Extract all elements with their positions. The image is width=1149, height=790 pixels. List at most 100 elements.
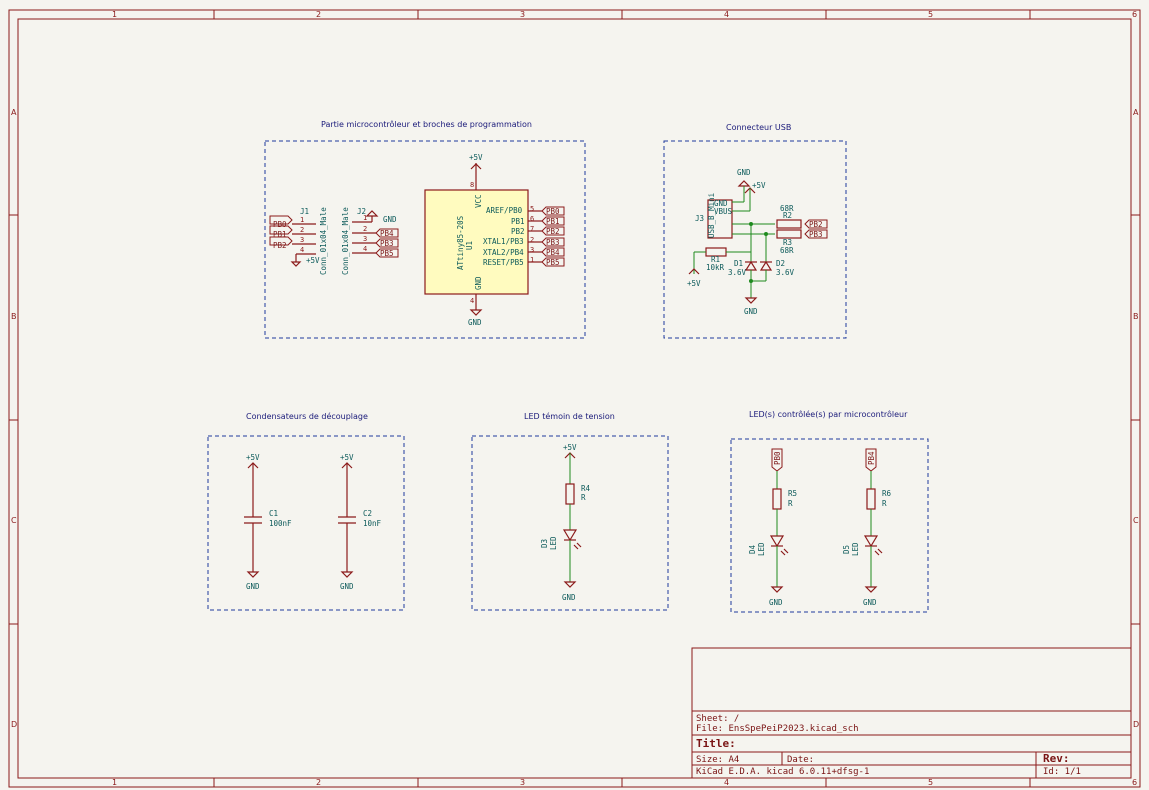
j3-ref: J3 xyxy=(695,214,704,223)
j2-net-1[interactable]: PB3 xyxy=(380,239,394,248)
mcu-pin-name-5: RESET/PB5 xyxy=(483,258,524,267)
title-size: Size: A4 xyxy=(696,755,739,765)
usb-gnd-top: GND xyxy=(737,168,751,177)
j1-ref: J1 xyxy=(300,207,309,216)
mcu-vcc-pin: 8 xyxy=(470,181,474,189)
connector-j2[interactable]: J2 Conn_01x04_Male GND 1 2 3 4 PB4 PB3 P… xyxy=(341,207,399,275)
mcu-pin-num-4: 3 xyxy=(530,246,534,254)
title-date: Date: xyxy=(787,755,814,765)
j2-net-2[interactable]: PB5 xyxy=(380,249,394,258)
r3-ref: R3 xyxy=(783,238,792,247)
mcu-gnd-pin-name: GND xyxy=(474,276,483,290)
title-tool: KiCad E.D.A. kicad 6.0.11+dfsg-1 xyxy=(696,767,869,777)
mcu-pin-num-0: 5 xyxy=(530,205,534,213)
mcu-pin-name-1: PB1 xyxy=(511,217,525,226)
mcu-net-2[interactable]: PB2 xyxy=(546,227,560,236)
mcu-pin-row: AREF/PB0 5 PB0 PB1 6 PB1 PB2 7 PB2 XTAL1… xyxy=(483,205,565,267)
j1-net-0[interactable]: PB0 xyxy=(273,220,287,229)
zone-col-4: 4 xyxy=(724,10,729,19)
mcu-chip[interactable]: VCC GND ATtiny85-20S U1 xyxy=(424,189,529,295)
c1-gnd: GND xyxy=(246,582,260,591)
j1-pin-4: 4 xyxy=(300,246,304,254)
j2-pin-3: 3 xyxy=(363,235,367,243)
capacitor-c1[interactable]: +5V C1 100nF GND xyxy=(244,453,292,591)
mcu-pin-num-5: 1 xyxy=(530,256,534,264)
r6-value: R xyxy=(882,499,887,508)
resistor-r2[interactable]: 68R R2 xyxy=(776,204,802,229)
mcu-net-5[interactable]: PB5 xyxy=(546,258,560,267)
led1-net[interactable]: PB0 xyxy=(773,451,782,465)
zone-row-a-right: A xyxy=(1133,108,1139,117)
d3-ref: D3 xyxy=(540,539,549,548)
zone-row-c: C xyxy=(11,516,17,525)
j1-pin-1: 1 xyxy=(300,216,304,224)
zone-col-2-bottom: 2 xyxy=(316,778,321,787)
mcu-net-3[interactable]: PB3 xyxy=(546,238,560,247)
mcu-led-1-circuit[interactable]: PB0 R5 R D4 LED GND xyxy=(748,448,797,607)
d1-value: 3.6V xyxy=(728,268,747,277)
section-title-usb: Connecteur USB xyxy=(726,123,791,132)
mcu-pin-name-0: AREF/PB0 xyxy=(486,206,523,215)
j2-ref: J2 xyxy=(357,207,366,216)
mcu-net-0[interactable]: PB0 xyxy=(546,207,560,216)
c1-vcc: +5V xyxy=(246,453,260,462)
title-block xyxy=(691,647,1132,779)
r4-value: R xyxy=(581,493,586,502)
zone-row-d-right: D xyxy=(1133,720,1139,729)
j1-net-1[interactable]: PB1 xyxy=(273,230,287,239)
c2-gnd: GND xyxy=(340,582,354,591)
usb-net-pb2[interactable]: PB2 xyxy=(809,220,823,229)
d3-value: LED xyxy=(549,536,558,550)
zone-row-d: D xyxy=(11,720,17,729)
zone-row-b: B xyxy=(11,312,17,321)
mcu-led-2-circuit[interactable]: PB4 R6 R D5 LED GND xyxy=(842,448,892,607)
d1-ref: D1 xyxy=(734,259,743,268)
d4-value: LED xyxy=(757,542,766,556)
zone-col-5-bottom: 5 xyxy=(928,778,933,787)
capacitor-c2[interactable]: +5V C2 10nF GND xyxy=(338,453,382,591)
j2-gnd: GND xyxy=(383,215,397,224)
mcu-gnd-pin: 4 xyxy=(470,297,474,305)
usb-net-pb3[interactable]: PB3 xyxy=(809,230,823,239)
zone-col-1-bottom: 1 xyxy=(112,778,117,787)
zone-col-3: 3 xyxy=(520,10,525,19)
mcu-value: ATtiny85-20S xyxy=(456,215,465,270)
j3-value: USB_B_Mini xyxy=(707,193,716,238)
j3-pin-gnd: GND xyxy=(714,199,728,208)
usb-vcc-bottom: +5V xyxy=(687,279,701,288)
mcu-net-1[interactable]: PB1 xyxy=(546,217,560,226)
mcu-pin-name-3: XTAL1/PB3 xyxy=(483,237,524,246)
mcu-vcc-power: +5V xyxy=(469,153,483,162)
section-box-power-led xyxy=(471,435,669,611)
usb-gnd-bottom: GND xyxy=(744,307,758,316)
power-led-circuit[interactable]: +5V R4 R D3 LED GND xyxy=(540,443,591,602)
r3-value: 68R xyxy=(780,246,794,255)
r5-ref: R5 xyxy=(788,489,797,498)
j1-value: Conn_01x04_Male xyxy=(319,207,328,275)
j1-net-2[interactable]: PB2 xyxy=(273,241,287,250)
j2-net-0[interactable]: PB4 xyxy=(380,229,394,238)
resistor-r3[interactable]: R3 68R xyxy=(776,229,802,255)
r5-value: R xyxy=(788,499,793,508)
r2-value: 68R xyxy=(780,204,794,213)
j2-value: Conn_01x04_Male xyxy=(341,207,350,275)
zone-col-2: 2 xyxy=(316,10,321,19)
led1-gnd: GND xyxy=(769,598,783,607)
j1-pin-2: 2 xyxy=(300,226,304,234)
power-led-gnd: GND xyxy=(562,593,576,602)
usb-connector-j3[interactable]: J3 USB_B_Mini GND VBUS xyxy=(695,193,733,239)
j1-pin-3: 3 xyxy=(300,236,304,244)
led2-net[interactable]: PB4 xyxy=(867,451,876,465)
r2-ref: R2 xyxy=(783,211,792,220)
zone-col-6: 6 xyxy=(1132,10,1137,19)
title-rev: Rev: xyxy=(1043,752,1070,765)
resistor-r1[interactable]: R1 10kR xyxy=(705,247,727,272)
zone-row-a: A xyxy=(11,108,17,117)
section-title-decoupling: Condensateurs de découplage xyxy=(246,411,368,421)
usb-vcc-top: +5V xyxy=(752,181,766,190)
connector-j1[interactable]: J1 Conn_01x04_Male PB0 PB1 PB2 1 2 3 4 +… xyxy=(269,207,328,275)
d5-value: LED xyxy=(851,542,860,556)
c1-value: 100nF xyxy=(269,519,292,528)
mcu-net-4[interactable]: PB4 xyxy=(546,248,560,257)
